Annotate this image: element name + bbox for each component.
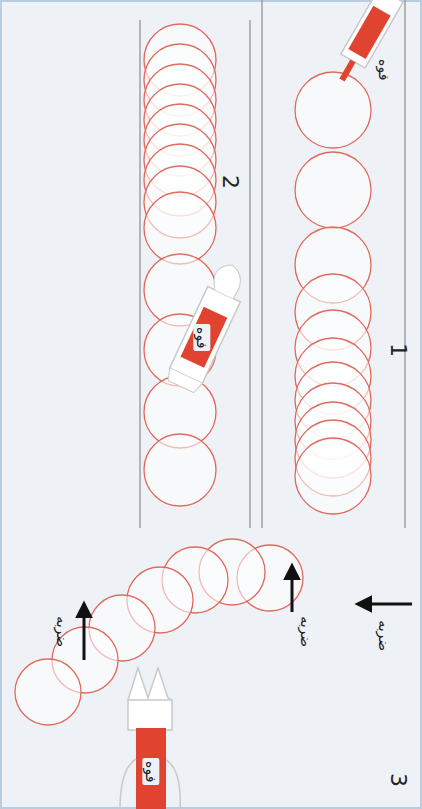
- force-label: ضربه: [376, 620, 391, 651]
- tool-label: فوه: [193, 324, 210, 351]
- force-label: ضربه: [54, 616, 69, 647]
- disc: [144, 434, 216, 506]
- panel-number: 3: [386, 773, 410, 787]
- cue-tool: [330, 0, 403, 87]
- force-label: ضربه: [298, 616, 313, 647]
- tool-label: فوه: [142, 758, 159, 785]
- panel-number: 1: [386, 343, 410, 357]
- cue-tool: [120, 668, 180, 809]
- cue-tool: [165, 259, 253, 394]
- tool-label: فوه: [376, 59, 391, 80]
- force-arrow: [84, 566, 412, 660]
- disc: [295, 72, 371, 148]
- disc-sequence: [15, 24, 371, 725]
- panel-number: 2: [218, 175, 242, 189]
- panel-rails: [140, 0, 405, 528]
- disc: [295, 438, 371, 514]
- disc: [295, 152, 371, 228]
- disc: [144, 192, 216, 264]
- disc: [15, 659, 81, 725]
